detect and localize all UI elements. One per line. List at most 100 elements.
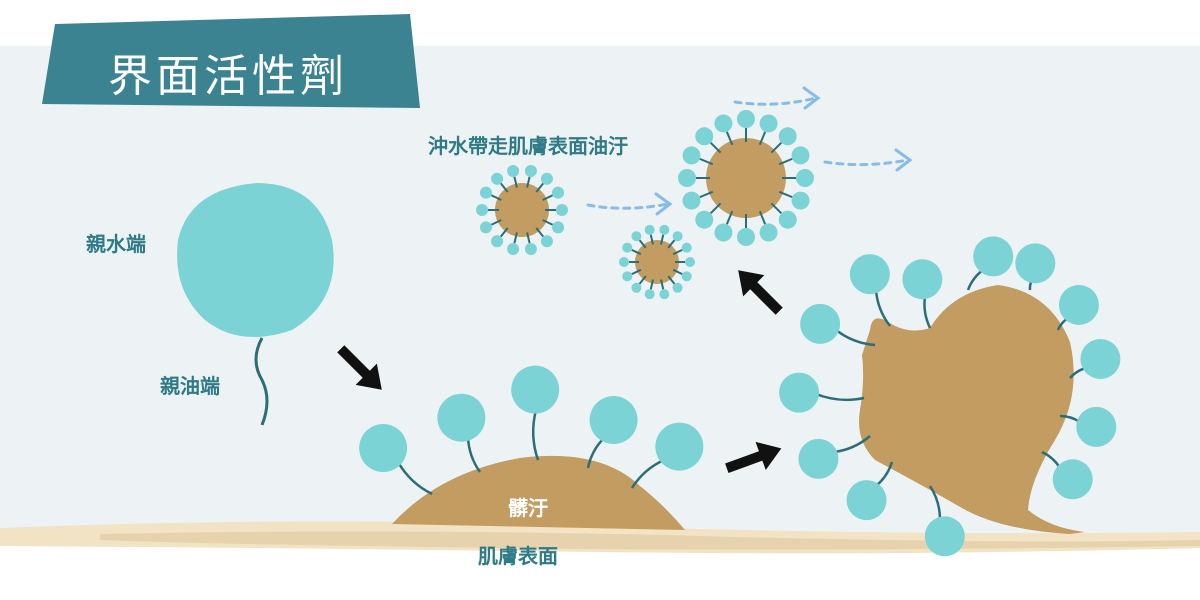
hydrophilic-head	[524, 165, 537, 178]
surfactant	[630, 422, 704, 489]
lipophilic-tail	[631, 268, 642, 276]
lipophilic-tail	[535, 227, 544, 238]
hydrophilic-head	[619, 257, 629, 267]
micelle-icon	[476, 165, 568, 255]
hydrophilic-head	[737, 228, 755, 246]
micelle-icon	[678, 110, 814, 246]
hydrophilic-head	[672, 282, 683, 293]
lipophilic-tail	[254, 337, 269, 426]
hydrophilic-head	[589, 396, 638, 444]
lipophilic-tail	[667, 275, 676, 285]
hydrophilic-head	[798, 438, 839, 479]
surfactant	[437, 393, 486, 473]
hydrophilic-head	[685, 257, 695, 267]
hydrophilic-head	[778, 127, 797, 146]
lipophilic-tail	[699, 157, 714, 166]
hydrophilic-head	[672, 231, 683, 242]
hydrophilic-head	[924, 516, 965, 557]
surfactant-molecule	[177, 183, 334, 426]
hydrophilic-head	[491, 235, 504, 248]
title-banner	[42, 14, 420, 108]
step-arrow-icon	[725, 441, 782, 473]
step-arrow-icon	[337, 345, 382, 390]
surfactant	[1059, 406, 1117, 447]
lipophilic-tail	[758, 210, 767, 225]
hydrophilic-head	[507, 165, 520, 178]
hydrophilic-head	[659, 289, 670, 300]
hydrophilic-head	[540, 235, 553, 248]
hydrophilic-head	[714, 223, 733, 242]
hydrophilic-head	[778, 210, 797, 229]
page-title: 界面活性劑	[108, 51, 348, 102]
hydrophilic-head	[800, 303, 841, 344]
hydrophilic-head	[659, 224, 670, 235]
surfactant	[1069, 338, 1121, 379]
hydrophilic-head	[779, 372, 820, 413]
lipophilic-tail	[490, 194, 502, 201]
surfactant	[511, 365, 560, 461]
lipophilic-tail	[631, 248, 642, 256]
dirt-blob	[859, 285, 1085, 534]
hydrophilic-head	[849, 254, 890, 295]
hydrophilic-head	[552, 221, 565, 234]
surfactant	[924, 485, 965, 557]
hydrophilic-head	[682, 146, 701, 165]
hydrophilic-head	[437, 393, 486, 442]
surfactant	[798, 435, 871, 479]
lipophilic-tail	[542, 219, 554, 226]
lipophilic-tail	[531, 409, 540, 461]
hydrophilic-head	[491, 172, 504, 185]
oil-core	[495, 183, 549, 237]
hydrophilic-head	[796, 169, 814, 187]
label-hydrophilic-end: 親水端	[86, 232, 146, 256]
label-wash-away: 沖水帶走肌膚表面油汙	[428, 134, 628, 158]
hydrophilic-head	[177, 183, 334, 338]
lipophilic-tail	[709, 141, 722, 154]
hydrophilic-head	[846, 480, 887, 521]
hydrophilic-head	[479, 221, 492, 234]
flow-arrow-icon	[586, 192, 673, 216]
step-arrow-icon	[738, 270, 783, 315]
hydrophilic-head	[714, 114, 733, 133]
hydrophilic-head	[681, 271, 692, 282]
mound-surfactants	[359, 365, 704, 496]
lipophilic-tail	[815, 392, 865, 402]
blob-surfactants	[779, 236, 1121, 557]
hydrophilic-head	[655, 422, 704, 471]
micelle-icon	[619, 224, 695, 300]
surfactant	[849, 254, 891, 327]
hydrophilic-head	[556, 204, 568, 216]
hydrophilic-head	[902, 259, 943, 300]
lipophilic-tail	[699, 190, 714, 199]
lipophilic-tail	[833, 435, 871, 454]
skin-surface	[0, 521, 1200, 554]
surfactant	[800, 303, 876, 347]
lipophilic-tail	[770, 202, 783, 215]
lipophilic-tail	[725, 210, 734, 225]
label-lipophilic-end: 親油端	[160, 374, 220, 398]
lipophilic-tail	[725, 131, 734, 146]
hydrophilic-head	[359, 424, 408, 473]
lipophilic-tail	[758, 131, 767, 146]
hydrophilic-head	[681, 242, 692, 253]
hydrophilic-head	[644, 289, 655, 300]
label-skin-surface: 肌膚表面	[478, 544, 558, 568]
surfactant	[586, 396, 638, 469]
lipophilic-tail	[709, 202, 722, 215]
hydrophilic-head	[507, 242, 520, 255]
hydrophilic-head	[682, 191, 701, 210]
surfactant	[359, 424, 433, 496]
lipophilic-tail	[526, 232, 531, 244]
lipophilic-tail	[835, 329, 876, 347]
flow-arrow-icon	[823, 148, 913, 172]
hydrophilic-head	[476, 204, 488, 216]
hydrophilic-head	[511, 365, 560, 414]
surfactant	[1015, 243, 1056, 291]
hydrophilic-head	[1052, 459, 1093, 500]
lipophilic-tail	[535, 182, 544, 193]
oil-core	[706, 138, 786, 218]
hydrophilic-head	[631, 231, 642, 242]
hydrophilic-head	[973, 236, 1014, 277]
hydrophilic-head	[524, 242, 537, 255]
lipophilic-tail	[770, 141, 783, 154]
